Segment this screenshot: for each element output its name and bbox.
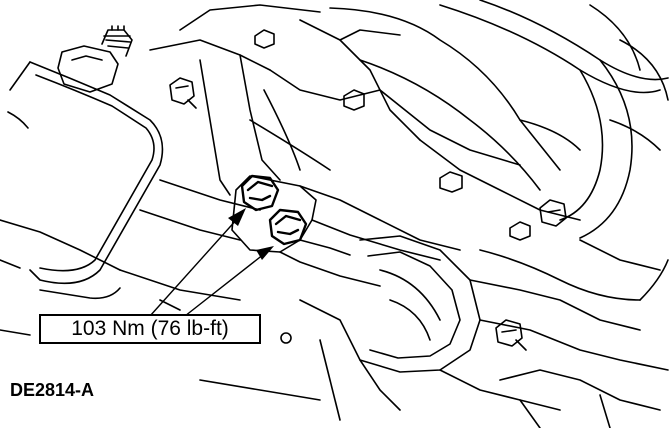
- central-bracket: [231, 175, 461, 287]
- lower-right-assembly: [359, 235, 669, 428]
- arrowhead-upper: [228, 208, 246, 226]
- torque-spec-label: 103 Nm (76 lb-ft): [71, 317, 229, 340]
- small-bolt-lower-right: [495, 319, 527, 351]
- callout-arrowheads: [228, 208, 274, 260]
- engine-housing: [139, 4, 581, 241]
- figure-id-label: DE2814-A: [10, 380, 95, 400]
- mount-stud: [57, 25, 133, 93]
- locating-hole: [280, 332, 292, 344]
- small-bolt-upper: [169, 77, 197, 109]
- torque-bolt-upper: [240, 174, 280, 212]
- engine-mount-bracket: [7, 61, 164, 300]
- small-bolt-right: [254, 29, 567, 241]
- callout-leader-lines: [149, 217, 265, 317]
- torque-callout-box: 103 Nm (76 lb-ft): [39, 314, 261, 344]
- arrowhead-lower: [256, 246, 274, 260]
- upper-right-cylinder: [439, 0, 669, 239]
- torque-bolt-lower: [268, 208, 308, 246]
